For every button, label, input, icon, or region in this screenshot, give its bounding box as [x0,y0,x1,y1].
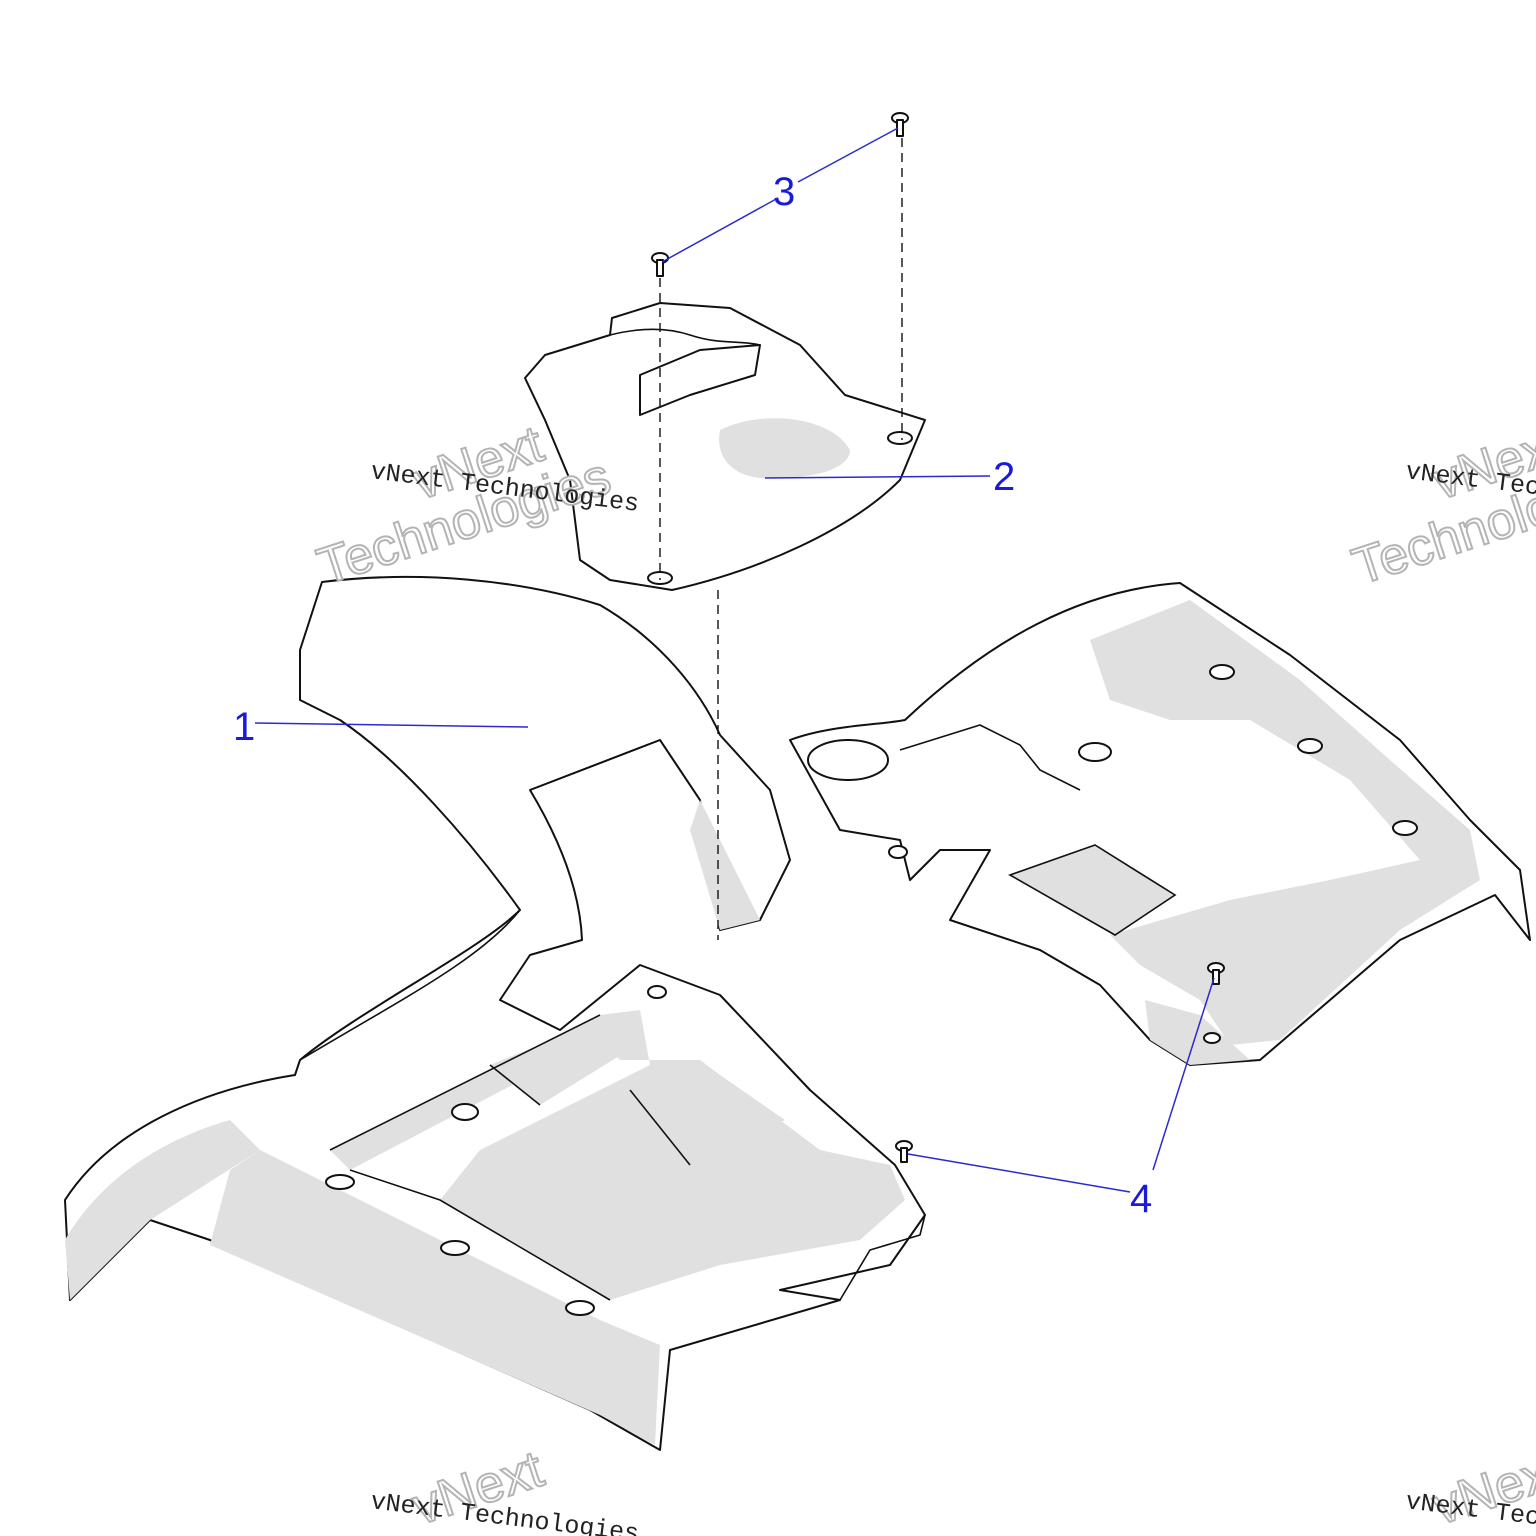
watermark-top-right: vNext Technologies vNext Technologies [1345,414,1536,597]
callout-4: 4 [1130,1177,1152,1221]
assembly-lines [659,138,903,940]
callout-1: 1 [233,705,255,749]
watermark-bottom-left: vNext vNext Technologies [369,1439,641,1536]
callout-3: 3 [773,170,795,214]
part-4-rivets [895,962,1225,1163]
part-2-console-cover [524,302,926,591]
part-3-screws [651,112,909,277]
callouts: 1 2 3 4 [233,170,1152,1221]
right-fender [789,582,1531,1066]
part-1-left-fender [64,575,926,1451]
leader-lines [254,127,1215,1193]
watermark-bottom-right: vNext vNext Technologies [1404,1439,1536,1536]
callout-2: 2 [993,455,1015,499]
